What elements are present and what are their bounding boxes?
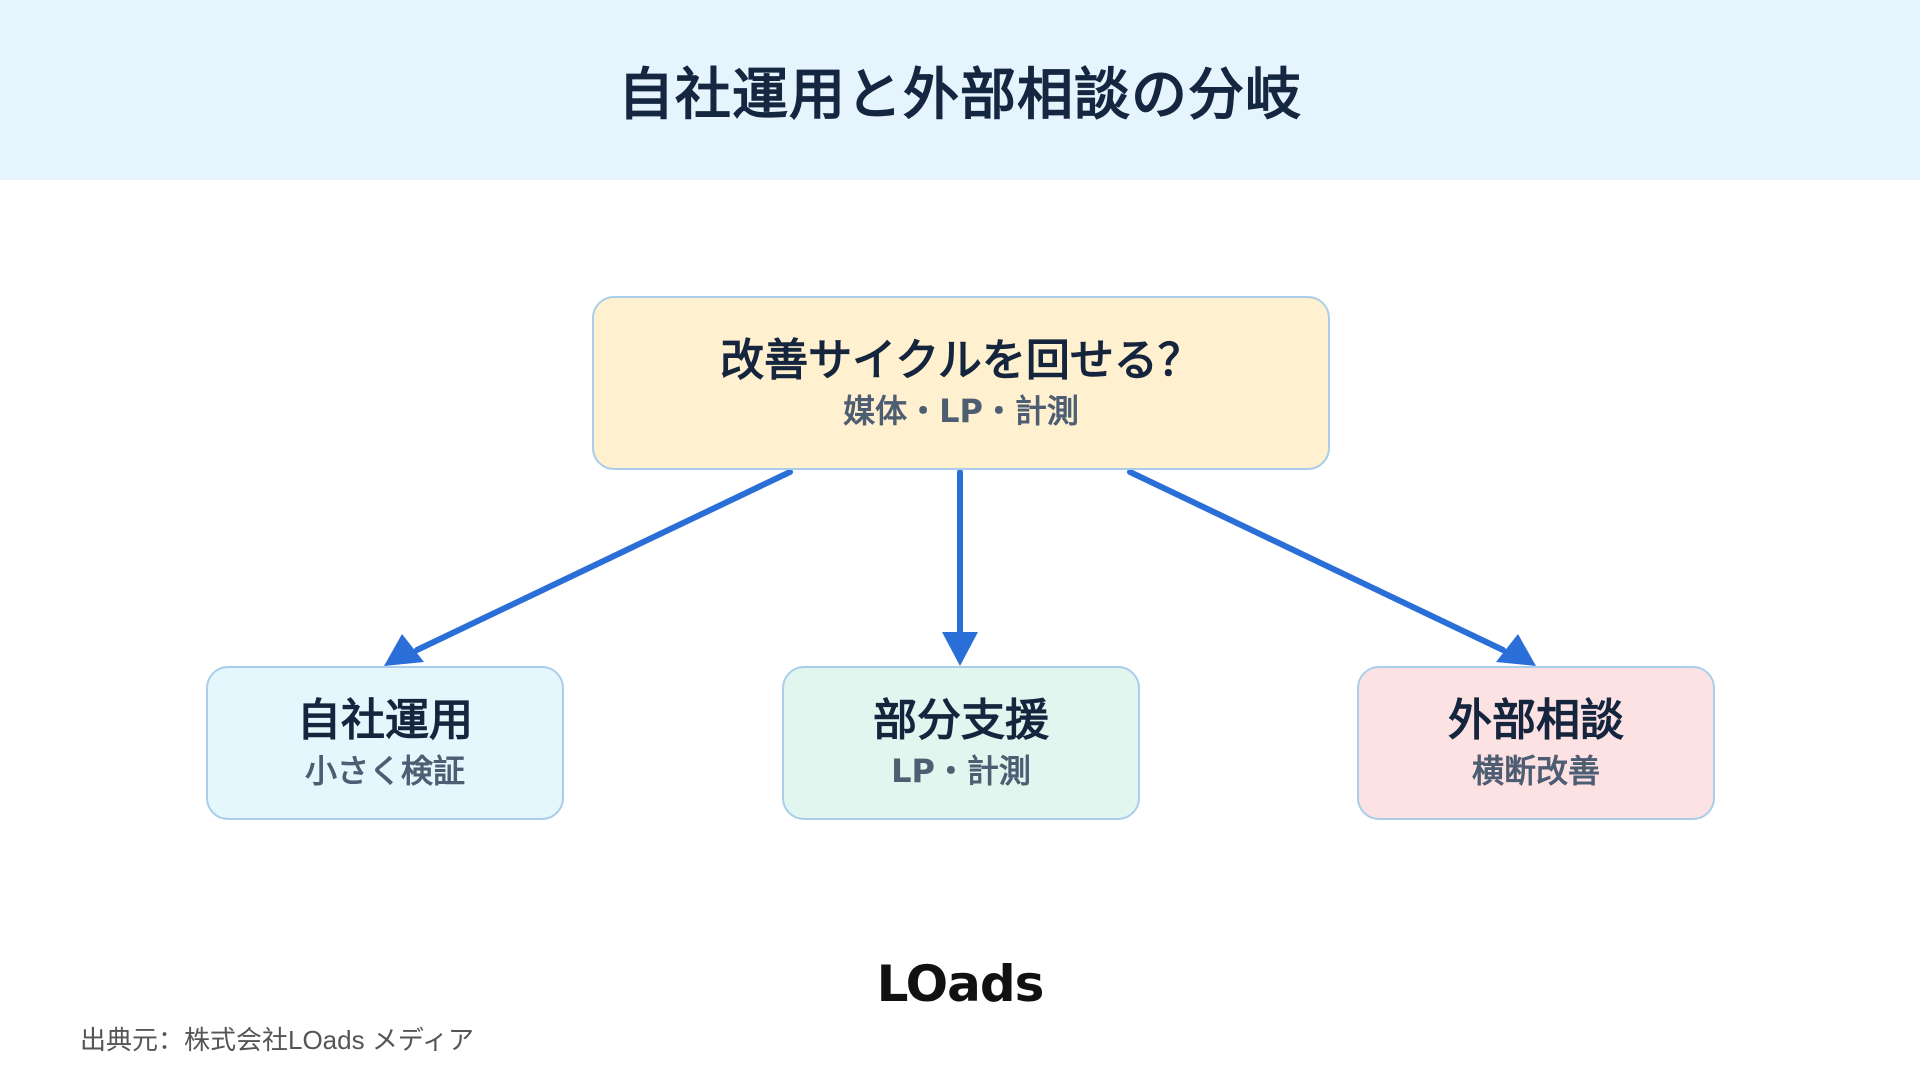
decision-node-title: 改善サイクルを回せる？ <box>720 335 1202 387</box>
source-credit: 出典元：株式会社LOads メディア <box>80 1025 475 1055</box>
arrow-right-head <box>1496 634 1536 666</box>
branch-node-subtitle: 小さく検証 <box>304 752 465 791</box>
decision-node-subtitle: 媒体・LP・計測 <box>843 392 1079 431</box>
branch-node-external-consult: 外部相談 横断改善 <box>1357 666 1715 820</box>
arrow-right-line <box>1127 469 1506 653</box>
header-banner: 自社運用と外部相談の分岐 <box>0 0 1920 180</box>
branch-node-title: 自社運用 <box>297 695 473 747</box>
branch-node-subtitle: LP・計測 <box>891 752 1031 791</box>
branch-node-title: 外部相談 <box>1448 695 1624 747</box>
arrow-left-head <box>384 634 424 666</box>
branch-node-in-house: 自社運用 小さく検証 <box>206 666 564 820</box>
branch-node-title: 部分支援 <box>873 695 1049 747</box>
branch-node-partial-support: 部分支援 LP・計測 <box>782 666 1140 820</box>
decision-node: 改善サイクルを回せる？ 媒体・LP・計測 <box>592 296 1330 470</box>
arrow-left-line <box>414 469 793 653</box>
branch-node-subtitle: 横断改善 <box>1471 752 1600 791</box>
arrow-mid-head <box>942 632 978 666</box>
brand-logo: LOads <box>876 955 1045 1013</box>
page-title: 自社運用と外部相談の分岐 <box>618 62 1302 128</box>
